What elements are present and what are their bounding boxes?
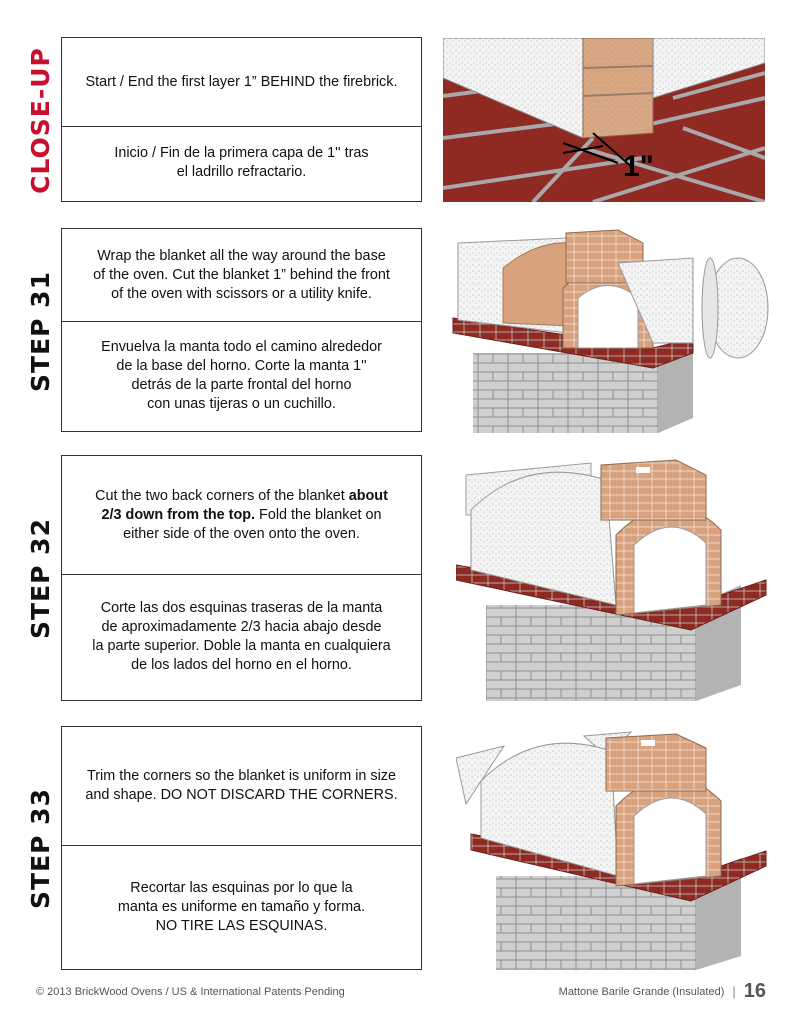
step-33-instruction-box: Trim the corners so the blanket is unifo…	[61, 726, 422, 970]
step-33-illustration	[456, 726, 768, 970]
page-number: 16	[743, 980, 766, 1002]
close-up-divider	[62, 126, 421, 127]
step-32-instruction-box: Cut the two back corners of the blanket …	[61, 455, 422, 701]
step-31-spanish-text: Envuelva la manta todo el camino alreded…	[101, 339, 382, 412]
footer-separator: |	[732, 984, 736, 999]
model-name: Mattone Barile Grande (Insulated)	[558, 985, 725, 998]
step-31-divider	[62, 321, 421, 322]
step-32-english-text: Cut the two back corners of the blanket …	[95, 487, 388, 542]
step-33-divider	[62, 845, 421, 846]
step-32-spanish-text: Corte las dos esquinas traseras de la ma…	[92, 600, 391, 673]
step-33-english-text: Trim the corners so the blanket is unifo…	[85, 768, 398, 803]
step-32-divider	[62, 574, 421, 575]
footer-right: Mattone Barile Grande (Insulated) | 16	[559, 980, 766, 1003]
step-31-instruction-box: Wrap the blanket all the way around the …	[61, 228, 422, 432]
step-31-english-text: Wrap the blanket all the way around the …	[93, 247, 390, 302]
step-31-illustration	[448, 228, 770, 433]
step-33-spanish-text: Recortar las esquinas por lo que la mant…	[117, 879, 366, 934]
dimension-callout: 1"	[623, 150, 654, 183]
close-up-illustration: 1"	[443, 38, 765, 202]
close-up-instruction-box: Start / End the first layer 1” BEHIND th…	[61, 37, 422, 202]
page-footer: © 2013 BrickWood Ovens / US & Internatio…	[36, 980, 766, 1004]
copyright-text: © 2013 BrickWood Ovens / US & Internatio…	[36, 986, 345, 998]
close-up-spanish-text: Inicio / Fin de la primera capa de 1'' t…	[114, 145, 369, 180]
step-32-illustration	[456, 455, 768, 701]
close-up-english-text: Start / End the first layer 1” BEHIND th…	[85, 73, 398, 90]
